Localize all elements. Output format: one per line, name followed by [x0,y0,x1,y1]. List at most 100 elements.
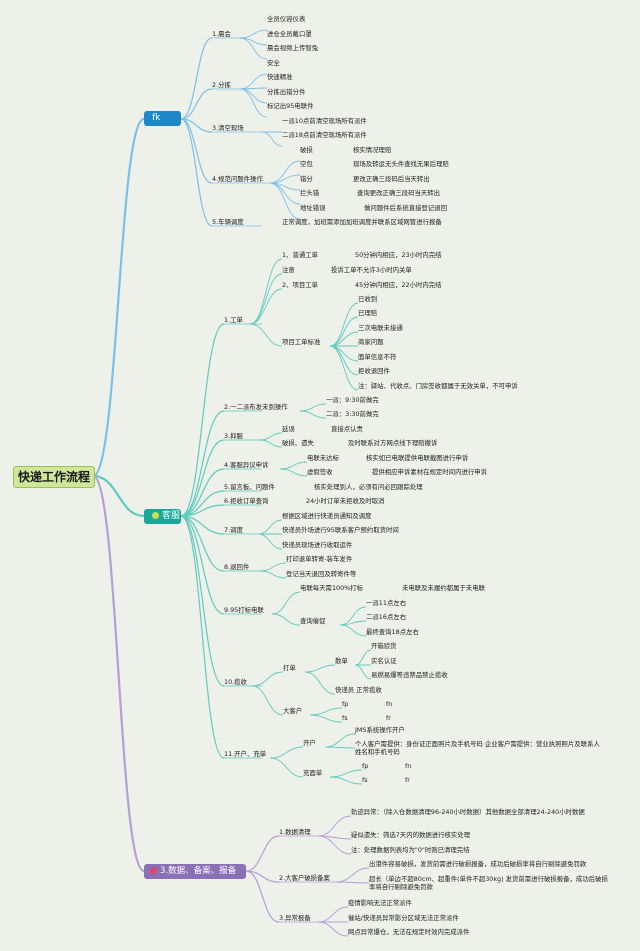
connector-line [249,288,283,325]
leaf: 50分钟内相应，23小时内完结 [355,251,442,259]
node-2-7[interactable]: 7.调度 [224,526,243,534]
leaf-key: 大客户 [283,707,303,715]
leaf: 开箱验货 [371,642,397,650]
connector-line [180,118,213,184]
connector-line [261,131,283,147]
node-2-6[interactable]: 6.拒收订单查询 [224,497,269,505]
leaf: fr [386,714,391,722]
leaf-key: 破损、遗失 [282,439,314,447]
leaf-key: 充面单 [303,769,323,777]
leaf: 疑似遗失：筛选7天内的数据进行核实处理 [351,831,471,839]
leaf: 晨会视频上传智兔 [267,44,319,52]
leaf: 现场及转运无头件查找无果后理赔 [353,160,449,168]
leaf-key: 拦头错 [300,189,320,197]
leaf: 快递员 正常揽收 [335,686,382,694]
connector-line [324,746,356,749]
leaf: 易燃易爆等违禁品禁止揽收 [371,671,448,679]
leaf: 更改正确三段码后当天转出 [353,175,430,183]
connector-line [269,746,304,759]
node-2-5[interactable]: 5.留言板、问题件 [224,483,275,491]
leaf: 核实情况理赔 [353,146,392,154]
leaf: 网点异常爆仓，无法在规定时效内完成派件 [348,928,470,936]
leaf: fs [362,776,368,784]
connector-line [249,323,283,347]
connector-line [257,533,283,550]
connector-line [92,474,145,873]
connector-line [180,515,225,572]
node-2-10[interactable]: 10.揽收 [224,678,247,686]
node-2-9[interactable]: 9.95打标电联 [224,606,264,614]
connector-line [335,881,370,884]
branch-fk-label: fk [152,113,161,123]
leaf: 催站/快递员异常影分区域无法正常派件 [348,914,459,922]
node-1-5[interactable]: 5.车辆调度 [212,218,244,226]
leaf: 出港件容易破损，发货前需进行破损报备，成功后破损率将自行剔除避免罚款 [369,860,587,868]
node-2-8[interactable]: 8.退回件 [224,563,250,571]
leaf-key: 电联未达标 [307,454,339,462]
connector-line [339,624,367,637]
leaf-key: 延误 [282,425,295,433]
leaf: 全员仪容仪表 [267,15,306,23]
connector-line [317,921,349,937]
leaf: 标记出95电联件 [267,102,314,110]
leaf: 二派18点前清空现场所有派件 [282,131,367,139]
node-2-2[interactable]: 2.一二派布发未到操作 [224,403,288,411]
leaf: fp [362,762,369,770]
leaf: 核实处理到人，必须有问必回跟踪处理 [314,483,423,491]
node-2-4[interactable]: 4.客服异议申诉 [224,461,269,469]
leaf: 快递员外场进行95联系客户预约取货时间 [282,526,399,534]
branch-data-filing[interactable]: 3.数据、备案、报备 [144,864,246,879]
leaf-key: 虚假签收 [307,468,333,476]
connector-line [299,410,327,419]
leaf: JMS系统操作开户 [355,726,405,734]
leaf: 正常调度，加班需添加加班调度并联系区域网管进行报备 [282,218,442,226]
alert-icon [150,867,157,874]
node-2-1[interactable]: 1.工单 [224,316,243,324]
connector-line [329,302,359,347]
node-3-3[interactable]: 3.异常报备 [279,914,311,922]
leaf-key: 电联每天需100%打标 [300,584,364,592]
leaf: 疫情影响无法正常派件 [348,899,412,907]
node-2-3[interactable]: 3.抑服 [224,432,243,440]
connector-line [269,757,304,778]
leaf: 二派：3:30前做完 [326,410,379,418]
node-1-2[interactable]: 2.分拣 [212,81,231,89]
connector-line [251,671,284,687]
node-2-11[interactable]: 11.开户、充单 [224,750,267,758]
node-3-2[interactable]: 2.大客户破损备案 [279,874,330,882]
connector-line [259,570,287,579]
leaf: 及时联系对方网点线下理赔撤诉 [348,439,438,447]
leaf: 分拣出错分件 [267,88,306,96]
node-1-1[interactable]: 1.晨会 [212,30,231,38]
connector-line [180,410,225,517]
connector-line [180,88,213,120]
node-1-4[interactable]: 4.规范问题件操作 [212,175,263,183]
leaf-key: 打单 [283,664,296,672]
leaf: 快速精准 [267,73,293,81]
root-topic[interactable]: 快递工作流程 [13,466,95,488]
branch-fk[interactable]: fk [144,111,181,126]
connector-line [180,515,225,687]
leaf: fr [405,776,410,784]
leaf-icon [152,512,159,519]
leaf: 轨迹异常：（除入仓数据清理96-240小时数据）其他数据全部清理24-240小时… [351,808,585,816]
connector-line [271,613,301,626]
connector-line [180,515,225,615]
connector-line [92,117,145,478]
leaf: 已理赔 [358,309,378,317]
leaf: 做问题件后系统直接登记退回 [364,204,448,212]
leaf: 面单信息不符 [358,353,397,361]
leaf: 已收到 [358,295,378,303]
branch-data-filing-label: 3.数据、备案、报备 [160,866,237,876]
leaf-key: 错分 [300,175,313,183]
node-3-1[interactable]: 1.数据清理 [279,828,311,836]
leaf: 最终查询18点左右 [366,628,419,636]
leaf: 直接点认责 [331,425,363,433]
node-1-3[interactable]: 3.清空现场 [212,124,244,132]
leaf-key: 地址错误 [300,204,326,212]
connector-line [309,714,343,723]
branch-customer-service-label: 客服 [162,511,181,521]
branch-customer-service[interactable]: 客服 [144,509,181,524]
leaf: 拒收退回件 [358,367,390,375]
